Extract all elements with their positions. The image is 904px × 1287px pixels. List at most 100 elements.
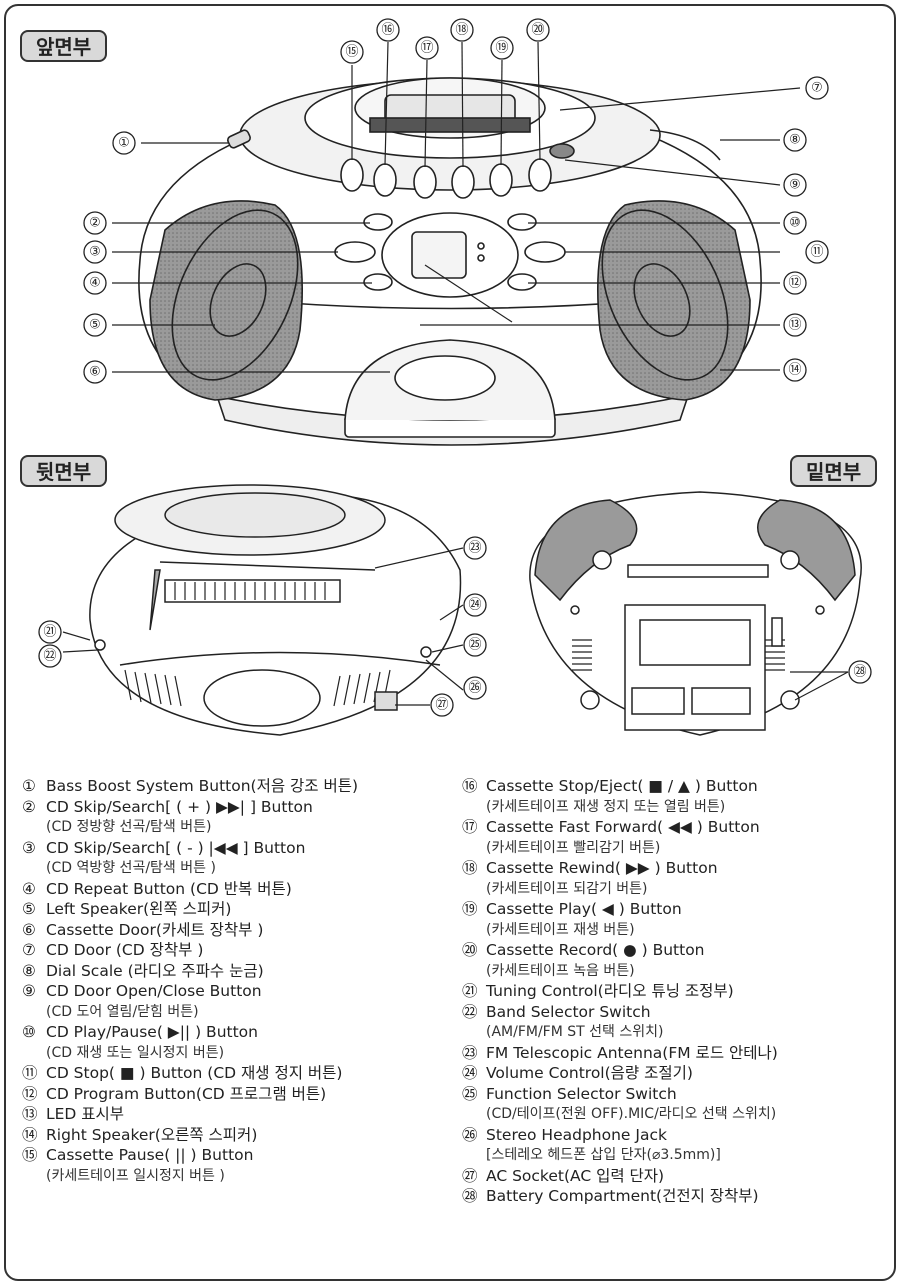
legend-subtext: (카세트테이프 재생 정지 또는 열림 버튼) xyxy=(486,798,726,815)
callout-9: ⑨ xyxy=(789,178,801,193)
legend-item: ㉗ AC Socket(AC 입력 단자) xyxy=(462,1166,898,1187)
legend-text: Cassette Record( ● ) Button xyxy=(486,941,705,959)
callout-16: ⑯ xyxy=(381,23,394,38)
legend-text: Cassette Rewind( ▶▶ ) Button xyxy=(486,859,718,877)
legend-num: ㉔ xyxy=(462,1064,478,1082)
bottom-view xyxy=(529,491,862,736)
legend-num: ⑰ xyxy=(462,818,478,836)
callout-10: ⑩ xyxy=(789,216,801,231)
legend-text: Right Speaker(오른쪽 스피커) xyxy=(46,1125,258,1144)
legend-num: ⑬ xyxy=(22,1105,38,1123)
legend-num: ⑱ xyxy=(462,859,478,877)
front-callout-numbers: ① ② ③ ④ ⑤ ⑥ ⑦ ⑧ ⑨ ⑩ ⑪ ⑫ ⑬ ⑭ ⑮ ⑯ ⑰ ⑱ ⑲ ⑳ xyxy=(89,23,823,380)
legend-subtext: (CD 재생 또는 일시정지 버튼) xyxy=(46,1044,225,1061)
legend-num: ⑤ xyxy=(22,900,36,918)
legend-item: ⑥ Cassette Door(카세트 장착부 ) xyxy=(22,920,454,941)
legend-num: ⑯ xyxy=(462,777,478,795)
bottom-callouts xyxy=(790,671,849,701)
callout-5: ⑤ xyxy=(89,318,101,333)
legend-item: ⑭ Right Speaker(오른쪽 스피커) xyxy=(22,1125,454,1146)
legend-text: FM Telescopic Antenna(FM 로드 안테나) xyxy=(486,1043,778,1062)
legend-num: ⑭ xyxy=(22,1125,38,1144)
callout-12: ⑫ xyxy=(788,276,801,291)
bottom-callout-circles xyxy=(848,660,872,684)
callout-24: ㉔ xyxy=(468,598,481,613)
legend-text: Volume Control(음량 조절기) xyxy=(486,1064,693,1082)
legend-text: CD Play/Pause( ▶|| ) Button xyxy=(46,1023,258,1041)
front-callouts xyxy=(112,41,801,373)
legend-text: Cassette Stop/Eject( ■ / ▲ ) Button xyxy=(486,777,758,795)
legend-text: Left Speaker(왼쪽 스피커) xyxy=(46,900,232,918)
front-callout-circles xyxy=(83,18,829,384)
legend-num: ㉒ xyxy=(462,1002,478,1021)
legend-item: ⑫ CD Program Button(CD 프로그램 버튼) xyxy=(22,1084,454,1105)
legend-text: CD Door (CD 장착부 ) xyxy=(46,941,204,959)
front-view xyxy=(138,77,762,446)
section-label-front: 앞면부 xyxy=(20,30,108,62)
callout-27: ㉗ xyxy=(435,698,448,713)
legend-text: Cassette Fast Forward( ◀◀ ) Button xyxy=(486,818,760,836)
legend-subtext: (AM/FM/FM ST 선택 스위치) xyxy=(486,1024,664,1040)
callout-25: ㉕ xyxy=(468,638,481,653)
legend-num: ㉕ xyxy=(462,1084,478,1103)
legend-right-column: ⑯ Cassette Stop/Eject( ■ / ▲ ) Button (카세트… xyxy=(462,776,898,1207)
legend-num: ㉖ xyxy=(462,1125,478,1144)
legend-text: Tuning Control(라디오 튜닝 조정부) xyxy=(486,982,734,1000)
callout-22: ㉒ xyxy=(43,649,56,664)
legend-text: Function Selector Switch xyxy=(486,1084,677,1103)
legend-num: ⑦ xyxy=(22,941,36,959)
legend-subtext: (카세트테이프 되감기 버튼) xyxy=(486,880,648,897)
legend-item: ⑤ Left Speaker(왼쪽 스피커) xyxy=(22,899,454,920)
back-callout-numbers: ㉓ ㉑ ㉒ ㉔ ㉕ ㉖ ㉗ xyxy=(43,541,481,713)
callout-6: ⑥ xyxy=(89,365,101,380)
legend-num: ① xyxy=(22,777,36,795)
callout-7: ⑦ xyxy=(811,81,823,96)
callout-20: ⑳ xyxy=(531,23,544,38)
callout-3: ③ xyxy=(89,245,101,260)
bottom-callout-numbers: ㉘ xyxy=(853,665,866,680)
legend-text: CD Repeat Button (CD 반복 버튼) xyxy=(46,879,292,898)
legend-subtext: (카세트테이프 빨리감기 버튼) xyxy=(486,839,661,856)
callout-13: ⑬ xyxy=(788,318,801,333)
legend-text: Stereo Headphone Jack xyxy=(486,1125,667,1144)
callout-2: ② xyxy=(89,216,101,231)
legend-num: ② xyxy=(22,797,36,816)
legend-num: ⑥ xyxy=(22,920,36,939)
callout-23: ㉓ xyxy=(468,541,481,556)
legend-text: Cassette Door(카세트 장착부 ) xyxy=(46,920,264,939)
legend-subtext: (CD 역방향 선곡/탐색 버튼 ) xyxy=(46,860,216,876)
callout-17: ⑰ xyxy=(420,41,433,56)
legend-num: ⑲ xyxy=(462,900,478,918)
legend-num: ⑨ xyxy=(22,982,36,1000)
legend-text: CD Program Button(CD 프로그램 버튼) xyxy=(46,1084,327,1103)
legend-text: Cassette Play( ◀ ) Button xyxy=(486,900,682,918)
legend-num: ㉘ xyxy=(462,1187,478,1205)
legend-num: ⑫ xyxy=(22,1084,38,1103)
callout-28: ㉘ xyxy=(853,665,866,680)
legend-subtext: (카세트테이프 재생 버튼) xyxy=(486,921,635,938)
back-callouts xyxy=(62,547,464,706)
callout-18: ⑱ xyxy=(455,23,468,38)
legend-item: ⑦ CD Door (CD 장착부 ) xyxy=(22,940,454,961)
legend-text: Dial Scale (라디오 주파수 눈금) xyxy=(46,961,264,980)
callout-19: ⑲ xyxy=(495,41,508,56)
legend-subtext: (CD/테이프(전원 OFF).MIC/라디오 선택 스위치) xyxy=(486,1106,777,1122)
legend-num: ⑪ xyxy=(22,1064,38,1082)
legend-num: ㉗ xyxy=(462,1166,478,1185)
legend-item: ⑯ Cassette Stop/Eject( ■ / ▲ ) Button (카세트… xyxy=(462,776,898,817)
legend-text: CD Skip/Search[ ( - ) |◀◀ ] Button xyxy=(46,838,306,857)
legend-text: AC Socket(AC 입력 단자) xyxy=(486,1166,665,1185)
